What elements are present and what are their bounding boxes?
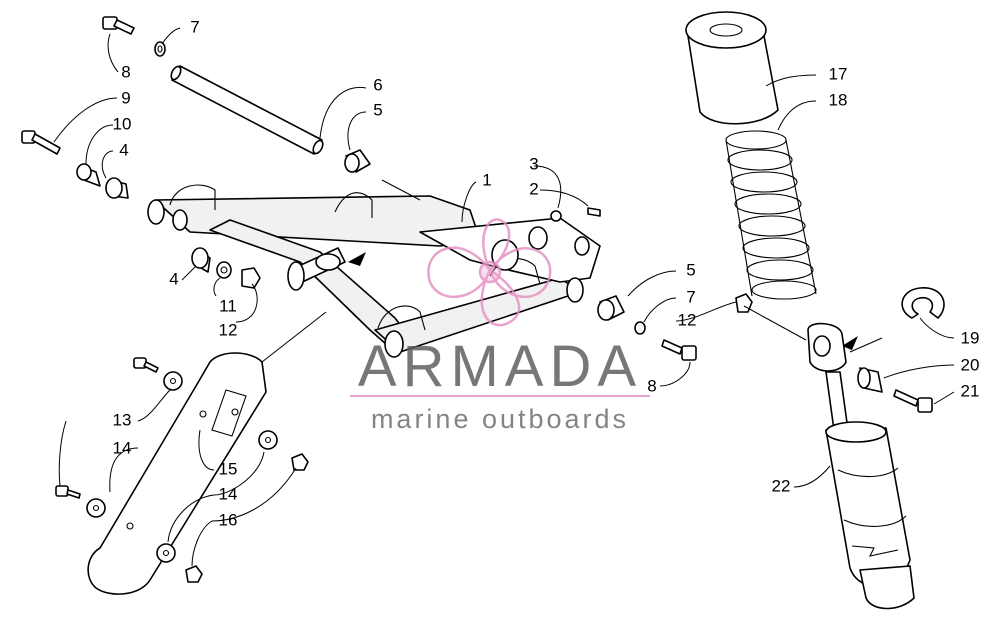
bushing-part-5-right: [597, 295, 625, 321]
washer-part-7-top: [154, 41, 166, 57]
callout-1: 1: [482, 170, 491, 189]
callout-5-right: 5: [686, 260, 695, 279]
watermark-tagline: marine outboards: [371, 404, 629, 434]
washer-part-14-top: [163, 371, 183, 391]
callout-4-upper: 4: [119, 140, 128, 159]
spacer-part-10: [76, 163, 101, 187]
washer-part-14-right: [258, 430, 278, 450]
callout-16: 16: [219, 510, 238, 529]
callout-5-top: 5: [373, 100, 382, 119]
bushing-part-4-lower: [191, 247, 211, 273]
callout-7-right: 7: [686, 287, 695, 306]
coil-spring-part-18: [725, 130, 817, 300]
bushing-part-5-top: [344, 149, 371, 173]
bolt-part-8-right: [661, 339, 697, 361]
callout-4-lower: 4: [169, 269, 178, 288]
callout-14-upper: 14: [113, 438, 132, 457]
nut-part-12-right: [735, 293, 753, 313]
callout-9: 9: [121, 88, 130, 107]
nut-part-16-lower: [185, 565, 203, 583]
callout-6: 6: [373, 75, 382, 94]
strap-part-15: [87, 352, 267, 595]
spacer-part-20: [857, 367, 883, 393]
callout-8-top: 8: [121, 62, 130, 81]
spring-retainer-part-19: [901, 287, 945, 319]
pointer-arrow-right: [842, 336, 858, 350]
shock-absorber-part-22: [807, 322, 915, 610]
watermark-brand: ARMADA: [358, 334, 642, 399]
nut-part-2: [550, 210, 562, 222]
washer-part-14-bottom: [86, 498, 106, 518]
shaft-part-6: [170, 65, 324, 155]
nut-part-16-right: [291, 453, 309, 471]
bolt-part-21: [893, 389, 933, 413]
callout-8-right: 8: [647, 376, 656, 395]
callout-labels: 1 2 3 4 4 5 5 6 7 7 8 8 9 10 11 12 12 13…: [113, 17, 980, 529]
callout-20: 20: [961, 355, 980, 374]
bolt-part-8-top: [102, 16, 135, 35]
dust-boot-part-17: [685, 11, 779, 125]
callout-12-left: 12: [219, 320, 238, 339]
nut-part-12-left: [241, 267, 261, 289]
callout-18: 18: [829, 90, 848, 109]
screw-part-13-top: [133, 357, 159, 373]
swing-arm-part-1: [147, 184, 601, 358]
callout-14-lower: 14: [219, 484, 238, 503]
callout-22: 22: [772, 476, 791, 495]
washer-part-14-lower: [156, 543, 176, 563]
pointer-arrow-left: [348, 252, 366, 266]
callout-17: 17: [829, 64, 848, 83]
washer-part-7-right: [634, 321, 646, 335]
leader-lines: [53, 27, 955, 567]
callout-15: 15: [219, 459, 238, 478]
callout-11: 11: [219, 296, 237, 315]
bolt-part-9: [21, 130, 61, 155]
flower-emblem-icon: [427, 218, 552, 327]
callout-10: 10: [113, 114, 132, 133]
washer-part-11: [216, 261, 232, 279]
callout-12-right: 12: [678, 310, 697, 329]
watermark-logo: ARMADA marine outboards: [350, 218, 650, 434]
callout-19: 19: [961, 328, 980, 347]
set-screw-part-3: [587, 207, 601, 217]
callout-2: 2: [529, 179, 538, 198]
callout-21: 21: [961, 381, 980, 400]
screw-part-13-bottom: [55, 485, 81, 499]
bushing-part-4-left: [105, 177, 129, 199]
callout-7-top: 7: [190, 17, 199, 36]
callout-3: 3: [529, 154, 538, 173]
callout-13: 13: [113, 410, 132, 429]
